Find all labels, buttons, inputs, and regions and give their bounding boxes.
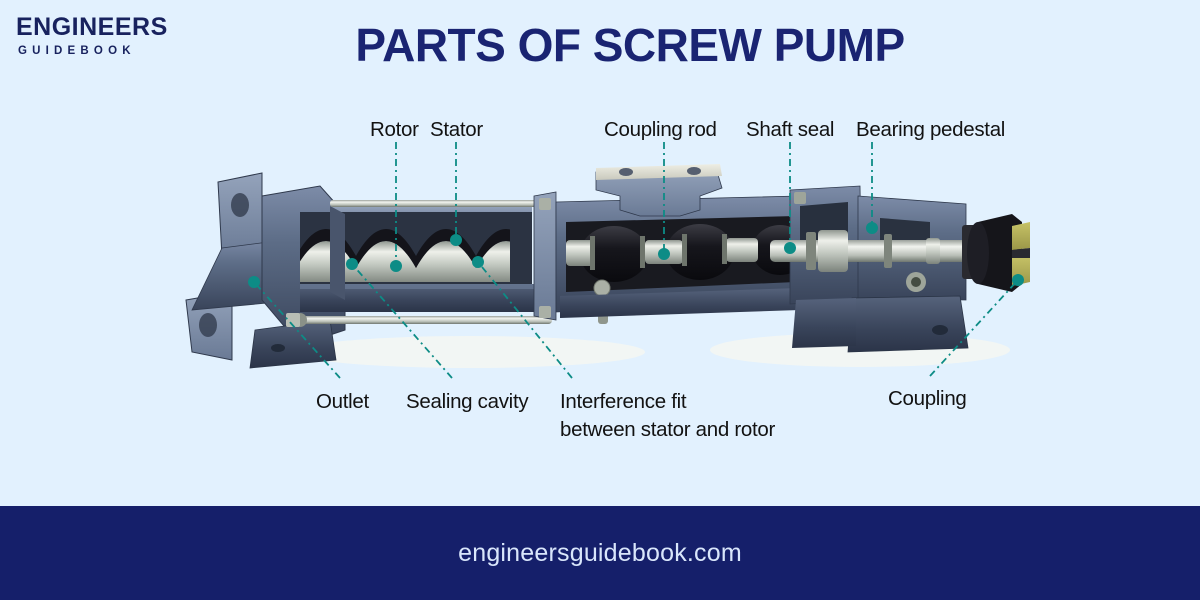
label-interference-fit: Interference fit between stator and roto… <box>560 390 776 441</box>
site-logo: ENGINEERS GUIDEBOOK <box>10 13 180 58</box>
leader-dot-coupling-rod <box>658 248 670 260</box>
label-rotor: Rotor <box>370 118 419 141</box>
leader-dot-shaft-seal <box>784 242 796 254</box>
leader-interference-fit <box>477 261 573 379</box>
leader-lines <box>248 142 1024 379</box>
leader-sealing-cavity <box>351 263 453 379</box>
leader-dot-stator <box>450 234 462 246</box>
leader-dot-sealing-cavity <box>346 258 358 270</box>
footer-bar: engineersguidebook.com <box>0 506 1200 600</box>
label-shaft-seal: Shaft seal <box>746 118 835 141</box>
label-bearing-pedestal: Bearing pedestal <box>856 118 1006 141</box>
leader-dot-coupling <box>1012 274 1024 286</box>
leader-dot-outlet <box>248 276 260 288</box>
footer-website-text: engineersguidebook.com <box>458 538 742 567</box>
leader-dot-rotor <box>390 260 402 272</box>
screw-pump-illustration <box>185 164 1030 369</box>
leader-dot-interference-fit <box>472 256 484 268</box>
label-coupling: Coupling <box>888 387 967 410</box>
label-coupling-rod: Coupling rod <box>604 118 717 141</box>
leader-outlet <box>253 281 341 379</box>
label-stator: Stator <box>430 118 483 141</box>
leader-dot-bearing-pedestal <box>866 222 878 234</box>
logo-primary-text: ENGINEERS <box>16 13 168 41</box>
page-title: PARTS OF SCREW PUMP <box>355 19 905 71</box>
label-sealing-cavity: Sealing cavity <box>406 390 529 413</box>
logo-secondary-text: GUIDEBOOK <box>18 45 136 58</box>
leader-coupling <box>929 279 1019 377</box>
label-outlet: Outlet <box>316 390 369 413</box>
